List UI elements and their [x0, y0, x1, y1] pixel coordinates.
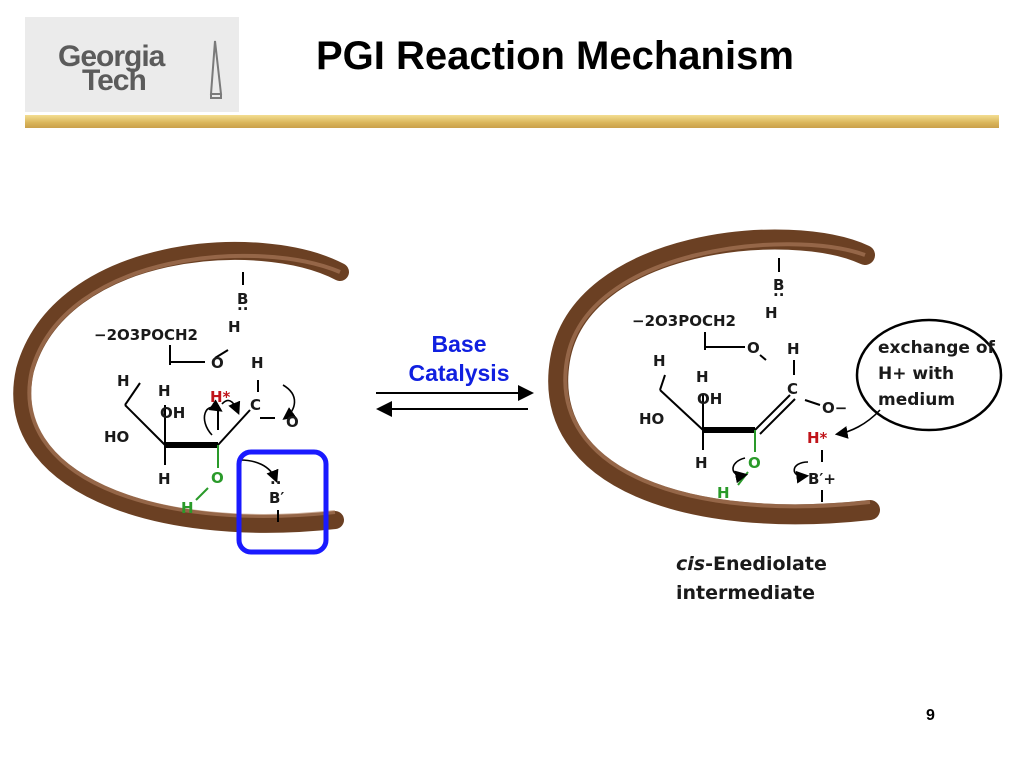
right-atom-ho: HO — [639, 410, 664, 428]
left-atom-ho: HO — [104, 428, 129, 446]
left-atom-b-prime: B′ — [269, 489, 284, 507]
right-atom-o-minus: O− — [822, 399, 847, 417]
arrow-label-line1: Base — [431, 331, 487, 357]
arrow-label-line2: Catalysis — [408, 360, 510, 386]
svg-text:··: ·· — [237, 300, 248, 318]
svg-text:··: ·· — [773, 286, 784, 304]
left-atom-o-carbonyl: O — [286, 413, 299, 431]
caption-line2: intermediate — [676, 582, 815, 604]
caption-italic: cis — [676, 553, 706, 575]
left-atom-h-top: H — [228, 318, 241, 336]
right-atom-o-green: O — [748, 454, 761, 472]
enzyme-pocket-right — [548, 229, 880, 525]
right-atom-c: C — [787, 380, 798, 398]
bubble-line3: medium — [878, 390, 956, 410]
bubble-line2: H+ with — [878, 364, 955, 384]
logo: Georgia Tech — [25, 17, 239, 112]
left-atom-c: C — [250, 396, 261, 414]
left-atom-oh: OH — [160, 404, 185, 422]
right-atom-oh: OH — [697, 390, 722, 408]
highlight-box — [236, 449, 329, 555]
left-atom-h-green: H — [181, 499, 194, 517]
intermediate-caption: cis-Enediolate intermediate — [676, 550, 827, 608]
bubble-line1: exchange of — [878, 338, 995, 358]
right-atom-h-c1: H — [787, 340, 800, 358]
left-atom-h-bottom: H — [158, 470, 171, 488]
left-atom-h-c4: H — [158, 382, 171, 400]
caption-line1: -Enediolate — [705, 553, 827, 575]
left-atom-b: B — [237, 290, 248, 308]
left-atom-h-star: H* — [210, 388, 231, 406]
svg-text:··: ·· — [270, 474, 281, 492]
left-atom-o-green: O — [211, 469, 224, 487]
left-atom-o-ring: O — [211, 354, 224, 372]
exchange-bubble-text: exchange of H+ with medium — [866, 335, 996, 413]
enzyme-pocket-left — [13, 241, 349, 533]
right-atom-h-c4: H — [696, 368, 709, 386]
left-atom-h-c5: H — [117, 372, 130, 390]
right-atom-h-c5: H — [653, 352, 666, 370]
right-atom-h-top: H — [765, 304, 778, 322]
right-atom-b: B — [773, 276, 784, 294]
logo-line2: Tech — [82, 64, 147, 97]
header-rule — [25, 115, 999, 128]
base-catalysis-label: Base Catalysis — [395, 330, 523, 388]
right-atom-b-prime: B′+ — [808, 470, 836, 488]
logo-line1: Georgia — [58, 40, 165, 73]
right-atom-h-green: H — [717, 484, 730, 502]
right-atom-h-bottom: H — [695, 454, 708, 472]
left-atom-h-c1: H — [251, 354, 264, 372]
slide-title: PGI Reaction Mechanism — [316, 34, 794, 78]
right-atom-o-ring: O — [747, 339, 760, 357]
right-phosphate: −2O3POCH2 — [632, 312, 736, 330]
exchange-bubble — [855, 318, 1003, 432]
right-atom-h-star: H* — [807, 429, 828, 447]
page-number: 9 — [926, 707, 935, 724]
logo-spire-icon — [209, 40, 223, 99]
left-phosphate: −2O3POCH2 — [94, 326, 198, 344]
